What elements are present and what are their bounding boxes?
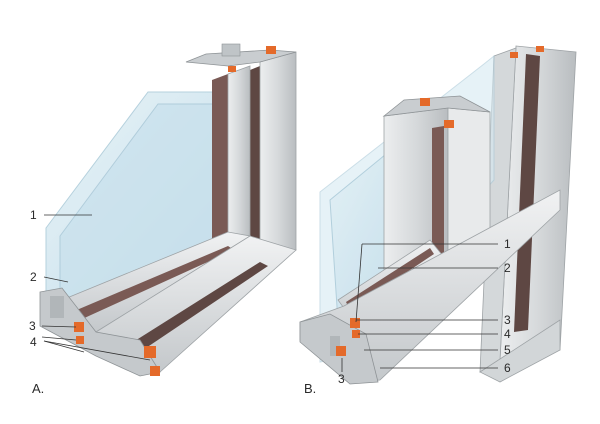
- thermal-break-vertical: [212, 74, 228, 240]
- callout-a-4: 4: [30, 335, 37, 349]
- gasket-b-2: [352, 330, 360, 338]
- callout-b-3-bottom: 3: [338, 372, 345, 386]
- callout-b-4: 4: [504, 327, 511, 341]
- leader-lines-b: [341, 243, 498, 372]
- panel-a-letter: A.: [32, 381, 45, 396]
- thermal-break-vertical-2: [250, 66, 260, 268]
- callout-b-3: 3: [504, 313, 511, 327]
- callout-a-3: 3: [29, 319, 36, 333]
- leader-lines-a: [41, 214, 151, 361]
- gasket-b-1: [350, 318, 360, 328]
- panel-a-illustration: [39, 43, 297, 377]
- gasket-a-2: [76, 336, 84, 344]
- frame-profile-vertical: [259, 51, 297, 263]
- callout-a-1: 1: [30, 208, 37, 222]
- callout-b-6: 6: [504, 361, 511, 375]
- callout-b-5: 5: [504, 343, 511, 357]
- gasket-a-3: [144, 346, 156, 358]
- panel-b-letter: B.: [304, 381, 317, 396]
- callout-b-2: 2: [504, 261, 511, 275]
- gasket-a-4: [150, 366, 160, 376]
- callout-a-2: 2: [30, 270, 37, 284]
- gasket-a-1: [74, 322, 84, 332]
- gasket-b-3: [336, 346, 346, 356]
- callout-b-1: 1: [504, 237, 511, 251]
- panel-b-illustration: [299, 45, 577, 385]
